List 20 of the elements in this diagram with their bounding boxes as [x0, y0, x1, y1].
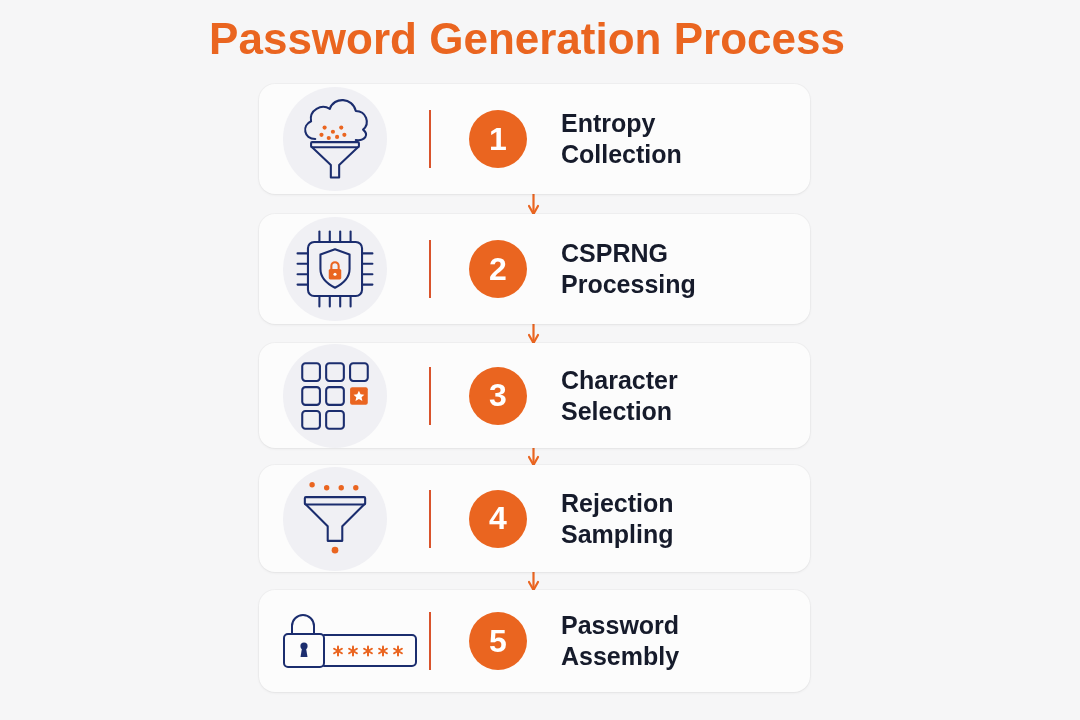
step-number: 5 — [469, 612, 527, 670]
step-title: Password Assembly — [561, 610, 681, 672]
step-card — [259, 343, 810, 448]
step-card — [259, 590, 810, 692]
step-title: Rejection Sampling — [561, 487, 675, 550]
step-number: 3 — [469, 366, 527, 425]
step-card — [259, 84, 810, 194]
step-title: Entropy Collection — [561, 108, 683, 170]
step-card — [259, 214, 810, 324]
arrow — [527, 324, 540, 345]
arrow — [527, 448, 540, 467]
step-title: Character Selection — [561, 364, 679, 427]
step-number: 4 — [469, 489, 527, 548]
step-title: CSPRNG Processing — [561, 238, 697, 300]
arrow — [527, 194, 540, 216]
step-card — [259, 465, 810, 572]
title: Password Generation Process — [209, 14, 845, 65]
step-number: 1 — [469, 110, 527, 168]
step-number: 2 — [469, 240, 527, 298]
arrow — [527, 572, 540, 592]
